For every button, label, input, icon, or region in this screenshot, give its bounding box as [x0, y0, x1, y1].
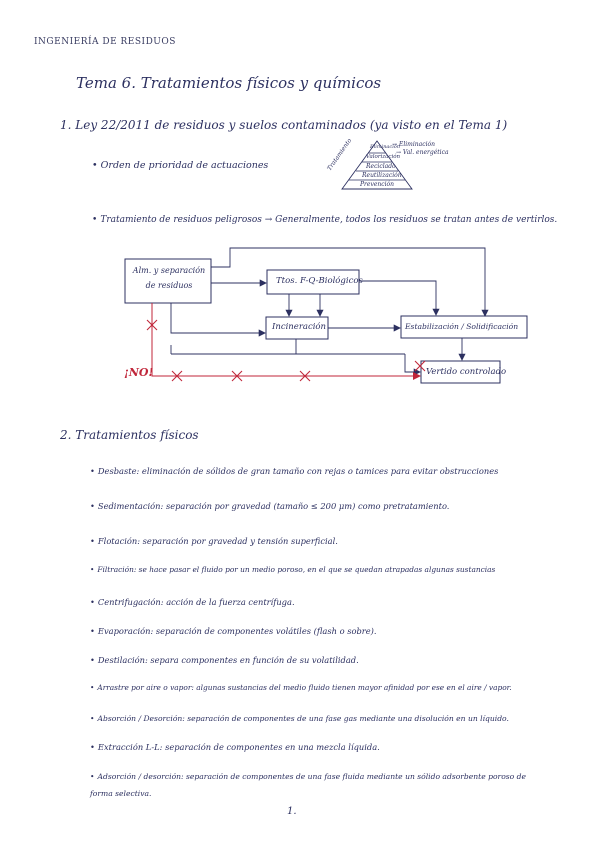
physical-item-text: Filtración: se hace pasar el fluido por …: [97, 565, 496, 574]
bullet-dot: •: [90, 626, 95, 636]
bullet-dot: •: [90, 536, 95, 546]
pyramid-level-reutilizacion: Reutilización: [362, 172, 402, 179]
physical-item: •Adsorción / desorción: separación de co…: [90, 768, 545, 802]
box-incineration-label: Incineración: [272, 322, 327, 332]
section-2-heading: 2. Tratamientos físicos: [60, 428, 199, 442]
box-collection-label-1: Alm. y separación de residuos: [131, 263, 207, 293]
pyramid-level-eliminacion: Eliminación: [370, 144, 401, 150]
forbidden-label: ¡NO!: [124, 366, 154, 379]
bullet-priority: •Orden de prioridad de actuaciones: [92, 160, 268, 171]
bullet-dot: •: [90, 597, 95, 607]
physical-item: •Extracción L-L: separación de component…: [90, 742, 380, 752]
pyramid-level-valorizacion: Valorización: [366, 154, 401, 160]
physical-item: •Arrastre por aire o vapor: algunas sust…: [90, 683, 512, 692]
box-ttos-label: Ttos. F-Q-Biológicos: [276, 276, 363, 286]
bullet-dot: •: [92, 215, 98, 225]
bullet-dot: •: [90, 501, 95, 511]
physical-item: •Filtración: se hace pasar el fluido por…: [90, 565, 495, 574]
physical-item-text: Sedimentación: separación por gravedad (…: [97, 501, 450, 511]
pyramid-note-2: → Val. energética: [396, 149, 449, 156]
physical-item-text: Extracción L-L: separación de componente…: [97, 742, 380, 752]
box-collection-text: Alm. y separación de residuos: [132, 266, 206, 290]
bullet-dot: •: [90, 655, 95, 665]
physical-item: •Centrifugación: acción de la fuerza cen…: [90, 597, 295, 607]
pyramid-level-reciclado: Reciclado: [366, 163, 396, 170]
pyramid-note-1: → Eliminación: [392, 141, 435, 148]
bullet-dot: •: [90, 466, 95, 476]
bullet-priority-text: Orden de prioridad de actuaciones: [100, 160, 269, 171]
physical-item: •Destilación: separa componentes en func…: [90, 655, 359, 665]
physical-item: •Absorción / Desorción: separación de co…: [90, 714, 509, 723]
physical-item: •Evaporación: separación de componentes …: [90, 626, 377, 636]
bullet-dot: •: [90, 714, 95, 723]
page-title: Tema 6. Tratamientos físicos y químicos: [76, 74, 382, 92]
physical-item-text: Desbaste: eliminación de sólidos de gran…: [97, 466, 499, 476]
physical-item-text: Destilación: separa componentes en funci…: [97, 655, 359, 665]
bullet-dot: •: [90, 742, 95, 752]
box-landfill-label: Vertido controlado: [426, 367, 507, 377]
bullet-dot: •: [92, 160, 98, 171]
section-1-heading: 1. Ley 22/2011 de residuos y suelos cont…: [60, 118, 508, 132]
page-number: 1.: [287, 806, 297, 817]
physical-item: •Desbaste: eliminación de sólidos de gra…: [90, 466, 498, 476]
physical-item-text: Centrifugación: acción de la fuerza cent…: [97, 597, 295, 607]
pyramid-side-label: Tratamiento: [326, 137, 354, 173]
bullet-dot: •: [90, 565, 95, 574]
physical-item-text: Absorción / Desorción: separación de com…: [97, 714, 509, 723]
physical-item-text: Evaporación: separación de componentes v…: [97, 626, 377, 636]
physical-item-text: Adsorción / desorción: separación de com…: [90, 772, 526, 798]
physical-item: •Sedimentación: separación por gravedad …: [90, 501, 449, 511]
bullet-dot: •: [90, 772, 95, 781]
bullet-dot: •: [90, 683, 95, 692]
bullet-hazardous: •Tratamiento de residuos peligrosos → Ge…: [92, 215, 557, 225]
physical-item-text: Flotación: separación por gravedad y ten…: [97, 536, 338, 546]
physical-item: •Flotación: separación por gravedad y te…: [90, 536, 338, 546]
page-header: INGENIERÍA DE RESIDUOS: [34, 37, 176, 47]
pyramid-level-prevencion: Prevención: [360, 181, 395, 188]
physical-item-text: Arrastre por aire o vapor: algunas susta…: [97, 683, 512, 692]
bullet-hazardous-text: Tratamiento de residuos peligrosos → Gen…: [100, 215, 558, 225]
box-stabilization-label: Estabilización / Solidificación: [405, 322, 519, 331]
